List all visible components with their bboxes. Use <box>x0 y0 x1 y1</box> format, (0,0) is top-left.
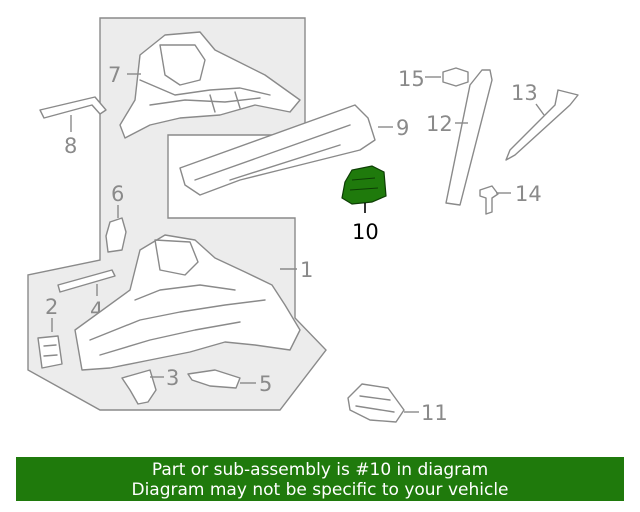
callout-7: 7 <box>108 63 121 87</box>
callout-8: 8 <box>64 134 77 158</box>
callout-3: 3 <box>166 366 179 390</box>
callout-9: 9 <box>396 116 409 140</box>
callout-14: 14 <box>515 182 542 206</box>
callout-2: 2 <box>45 295 58 319</box>
callout-15: 15 <box>398 67 425 91</box>
part-4-strip[interactable] <box>57 269 116 293</box>
part-3-bracket[interactable] <box>121 369 157 405</box>
part-11-tray[interactable] <box>347 383 405 423</box>
callout-6: 6 <box>111 182 124 206</box>
callout-12: 12 <box>426 112 453 136</box>
part-8-bracket[interactable] <box>39 96 107 119</box>
callout-10: 10 <box>352 220 379 244</box>
callout-5: 5 <box>259 372 272 396</box>
part-14-bolt[interactable] <box>479 185 499 215</box>
part-10-highlighted[interactable] <box>341 165 387 205</box>
callout-1: 1 <box>300 258 313 282</box>
banner-line-1: Part or sub-assembly is #10 in diagram <box>151 460 489 480</box>
banner-line-2: Diagram may not be specific to your vehi… <box>131 480 509 500</box>
callout-11: 11 <box>421 401 448 425</box>
part-9-rail[interactable] <box>179 104 376 196</box>
part-15-bolt[interactable] <box>442 67 469 87</box>
part-5-bracket[interactable] <box>187 369 241 389</box>
part-6-bracket[interactable] <box>105 217 127 253</box>
part-1-apron-assembly[interactable] <box>74 234 301 371</box>
part-2-plate[interactable] <box>37 335 63 369</box>
part-13-brace[interactable] <box>505 89 579 161</box>
callout-13: 13 <box>511 81 538 105</box>
info-banner: Part or sub-assembly is #10 in diagram D… <box>16 457 624 501</box>
part-7-strut-tower[interactable] <box>119 31 301 139</box>
parts-diagram: 7 8 9 10 12 13 15 14 6 <box>27 17 579 425</box>
part-12-bar[interactable] <box>445 69 493 206</box>
